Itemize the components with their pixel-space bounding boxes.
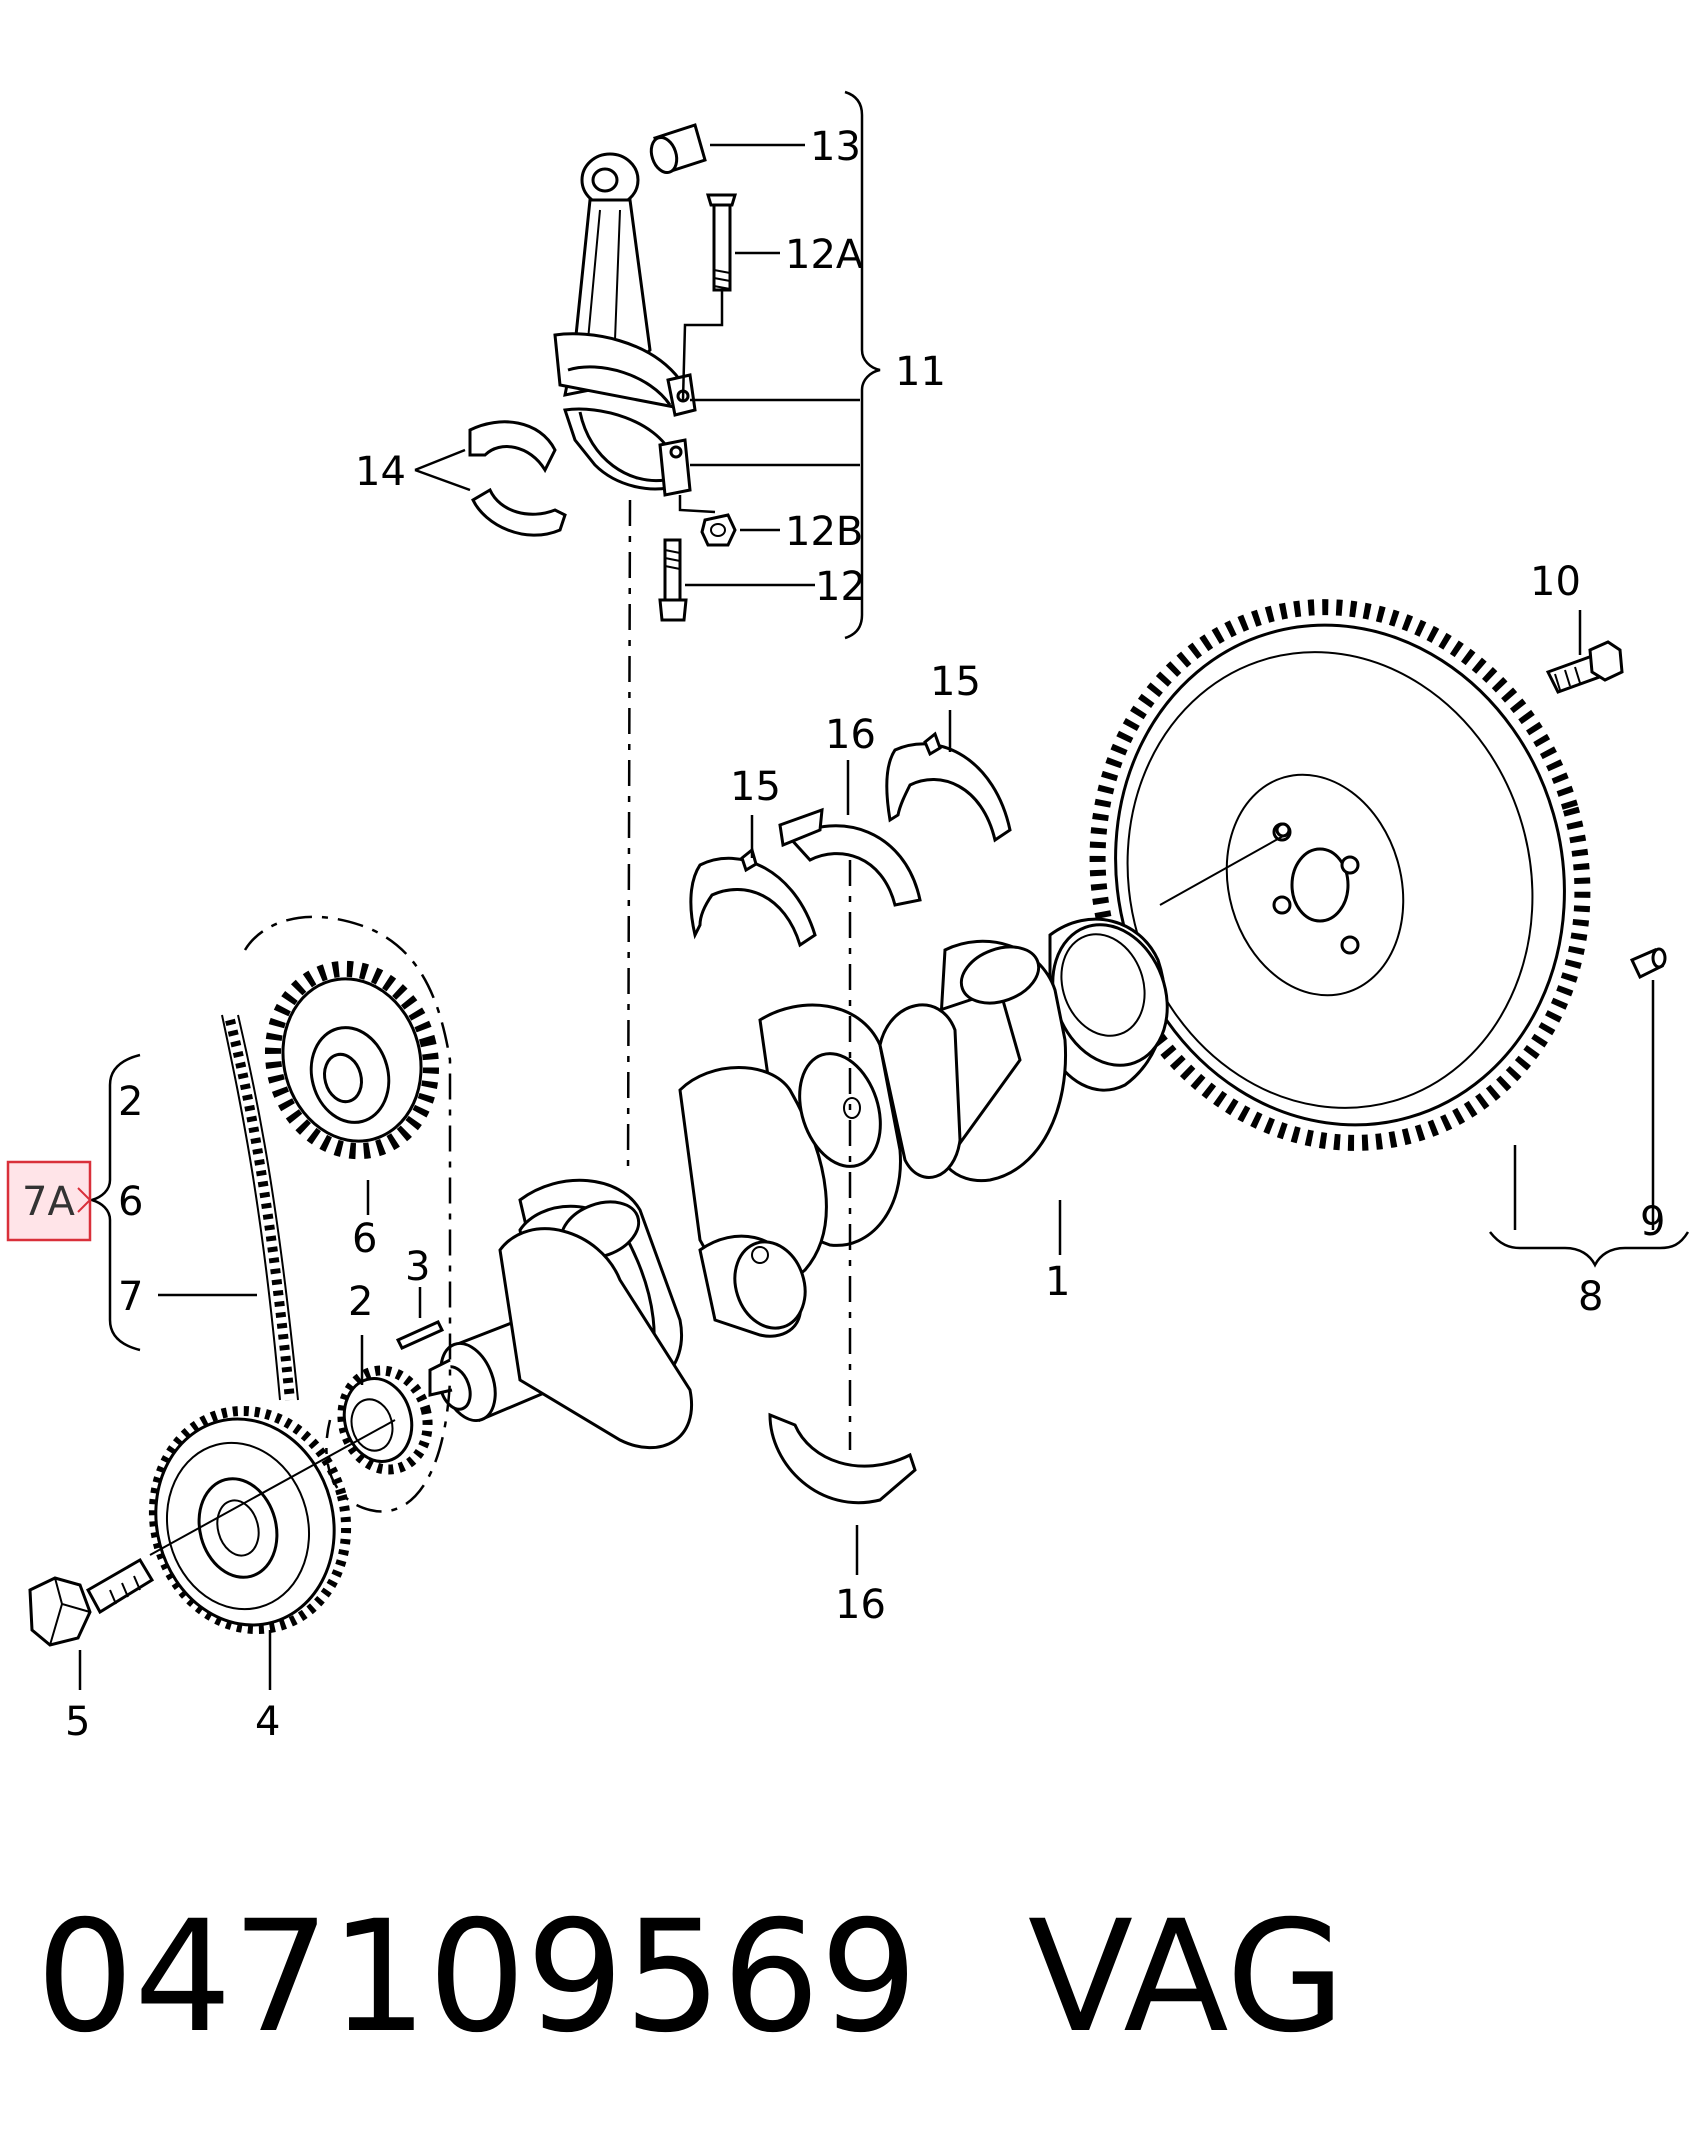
callout-4: 4 <box>255 1699 280 1745</box>
connecting-rod <box>553 152 697 417</box>
callout-labels: 13 12A 11 14 12B 12 10 15 16 15 2 7A 6 6… <box>22 124 1665 1745</box>
bearing-shell-16-lower <box>768 1412 917 1505</box>
callout-3: 3 <box>405 1244 430 1290</box>
reference-7a-box <box>6 1160 92 1242</box>
thrust-washer-15-left <box>689 847 817 948</box>
callout-13: 13 <box>810 124 861 170</box>
callout-11: 11 <box>895 349 946 395</box>
flywheel-bolt <box>1545 640 1624 694</box>
conrod-bolt-12a <box>705 193 738 292</box>
dowel-pin <box>1629 947 1667 980</box>
pulley-bolt <box>28 1557 155 1647</box>
callout-7a: 7A <box>22 1179 75 1225</box>
callout-7: 7 <box>118 1274 143 1320</box>
leader-lines <box>78 90 1690 1690</box>
callout-5: 5 <box>65 1699 90 1745</box>
thrust-washer-15-right <box>885 731 1012 843</box>
woodruff-key <box>395 1320 445 1350</box>
timing-chain <box>221 1014 299 1401</box>
callout-6-sprocket: 6 <box>352 1216 377 1262</box>
callout-12: 12 <box>815 564 866 610</box>
callout-2-lower: 2 <box>348 1279 373 1325</box>
crank-axis-line <box>149 1419 396 1556</box>
vibration-damper-pulley <box>148 1405 352 1635</box>
conrod-nut-12b <box>700 513 737 547</box>
callout-8: 8 <box>1578 1274 1603 1320</box>
crank-sprocket <box>337 1365 433 1475</box>
callout-2-upper: 2 <box>118 1079 143 1125</box>
callout-16-lower: 16 <box>835 1582 886 1628</box>
chain-sprocket-upper <box>264 960 440 1160</box>
conrod-bolt-12 <box>658 538 688 622</box>
brand-name: VAG <box>1027 1888 1346 2067</box>
callout-6-left: 6 <box>118 1179 143 1225</box>
callout-12a: 12A <box>785 232 864 278</box>
callout-16-upper: 16 <box>825 712 876 758</box>
conrod-bearing-shells-14 <box>468 420 567 537</box>
callout-10: 10 <box>1530 559 1581 605</box>
conrod-centerline <box>626 499 632 1176</box>
callout-15-right: 15 <box>930 659 981 705</box>
part-number: 047109569 <box>36 1888 918 2067</box>
small-end-bushing <box>649 123 707 175</box>
bearing-shell-16-upper <box>778 807 922 907</box>
callout-1: 1 <box>1045 1259 1070 1305</box>
callout-15-left: 15 <box>730 764 781 810</box>
callout-9: 9 <box>1640 1199 1665 1245</box>
callout-12b: 12B <box>785 509 863 555</box>
flywheel-axis-line <box>1159 834 1286 906</box>
part-footer: 047109569 VAG <box>36 1888 1636 2068</box>
callout-14: 14 <box>355 449 406 495</box>
flywheel <box>1089 599 1591 1151</box>
crankshaft <box>428 917 1169 1450</box>
conrod-cap <box>563 407 692 497</box>
